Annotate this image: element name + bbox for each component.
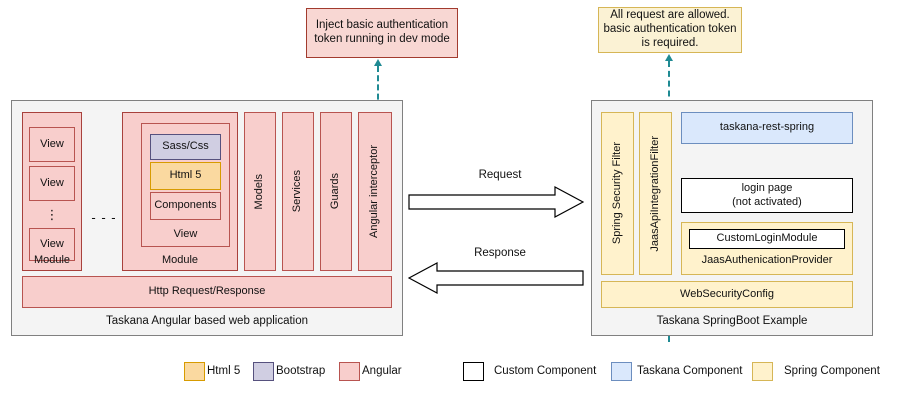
web-security-config-box[interactable]: WebSecurityConfig (601, 281, 853, 308)
note-spring-security: All request are allowed. basic authentic… (598, 7, 742, 53)
module-a-view-1[interactable]: View (29, 127, 75, 162)
legend-label-custom-component: Custom Component (494, 365, 596, 377)
legend-label-angular-text: Angular (362, 365, 402, 377)
module-a-view-2[interactable]: View (29, 166, 75, 201)
module-a-view-3-label: View (40, 237, 64, 250)
panel-springboot-example-caption: Taskana SpringBoot Example (591, 313, 873, 331)
note-angular-interceptor: Inject basic authentication token runnin… (306, 8, 458, 58)
column-guards-label: Guards (329, 173, 342, 210)
module-a-view-1-label: View (40, 137, 64, 150)
legend-label-spring-component: Spring Component (784, 365, 880, 377)
legend-label-bootstrap: Bootstrap (276, 365, 325, 377)
arrow-response-label: Response (424, 246, 576, 262)
filter-spring-security[interactable]: Spring Security Filter (601, 112, 634, 275)
module-b-label: Module (122, 252, 238, 270)
column-angular-interceptor[interactable]: Angular interceptor (358, 112, 392, 271)
http-request-response-bar[interactable]: Http Request/Response (22, 276, 392, 308)
legend-label-html5-text: Html 5 (207, 365, 241, 377)
jaas-authentication-provider-label: JaasAuthenicationProvider (681, 252, 853, 270)
legend-label-bootstrap-text: Bootstrap (276, 365, 326, 377)
jaas-authentication-provider-label-text: JaasAuthenicationProvider (701, 254, 833, 267)
login-page-line-2: (not activated) (732, 195, 802, 208)
column-services-label: Services (291, 170, 304, 213)
module-a-ellipsis-label: ⋮ (45, 207, 59, 223)
custom-login-module-box[interactable]: CustomLoginModule (689, 229, 845, 249)
legend-label-spring-component-text: Spring Component (784, 365, 880, 377)
column-models[interactable]: Models (244, 112, 276, 271)
legend-swatch-taskana-component (611, 362, 632, 381)
taskana-rest-spring-box[interactable]: taskana-rest-spring (681, 112, 853, 144)
arrow-response-label-text: Response (474, 247, 526, 260)
filter-jaas-api-integration-label: JaasApiIntegrationFilter (648, 135, 661, 252)
login-page-line-1: login page (741, 182, 793, 195)
arrow-request (408, 186, 584, 218)
module-b-item-html5[interactable]: Html 5 (150, 162, 221, 190)
connector-arrowhead-spring (665, 54, 673, 61)
filter-jaas-api-integration[interactable]: JaasApiIntegrationFilter (639, 112, 672, 275)
legend-label-taskana-component: Taskana Component (637, 365, 742, 377)
module-a-ellipsis: ⋮ (29, 203, 75, 227)
connector-dashed-angular (377, 66, 379, 118)
modules-separator-label: - - - (91, 210, 117, 226)
module-b-view-label: View (141, 226, 230, 244)
arrow-request-label-text: Request (478, 169, 522, 182)
legend-swatch-angular (339, 362, 360, 381)
column-models-label: Models (253, 173, 266, 210)
arrow-request-label: Request (424, 168, 576, 184)
panel-springboot-example-caption-text: Taskana SpringBoot Example (656, 315, 808, 328)
module-b-view-label-text: View (173, 228, 198, 241)
filter-spring-security-label: Spring Security Filter (610, 142, 623, 245)
module-b-item-components[interactable]: Components (150, 192, 221, 220)
modules-separator: - - - (88, 210, 120, 226)
legend-label-taskana-component-text: Taskana Component (637, 365, 743, 377)
taskana-rest-spring-label: taskana-rest-spring (719, 121, 815, 134)
module-a-view-3[interactable]: View (29, 228, 75, 261)
arrow-response (408, 262, 584, 294)
http-request-response-label: Http Request/Response (148, 285, 266, 298)
module-b-item-html5-label: Html 5 (169, 169, 202, 182)
module-a-label: Module (22, 252, 82, 270)
module-b-item-components-label: Components (154, 199, 217, 212)
column-services[interactable]: Services (282, 112, 314, 271)
note-spring-text: All request are allowed. basic authentic… (603, 9, 737, 49)
connector-arrowhead-angular (374, 59, 382, 66)
legend-swatch-html5 (184, 362, 205, 381)
module-b-label-text: Module (161, 254, 199, 267)
panel-angular-app-caption-text: Taskana Angular based web application (105, 315, 309, 328)
panel-angular-app-caption: Taskana Angular based web application (11, 313, 403, 331)
legend-label-html5: Html 5 (207, 365, 240, 377)
column-angular-interceptor-label: Angular interceptor (368, 145, 381, 238)
column-guards[interactable]: Guards (320, 112, 352, 271)
legend-swatch-bootstrap (253, 362, 274, 381)
legend-label-custom-component-text: Custom Component (494, 365, 597, 377)
note-angular-text: Inject basic authentication token runnin… (314, 19, 450, 45)
legend-swatch-spring-component (752, 362, 773, 381)
custom-login-module-label: CustomLoginModule (716, 232, 818, 245)
legend-label-angular: Angular (362, 365, 402, 377)
module-a-label-text: Module (33, 254, 71, 267)
module-b-item-sass-css[interactable]: Sass/Css (150, 134, 221, 160)
module-b-item-sass-css-label: Sass/Css (162, 140, 209, 153)
legend-swatch-custom-component (463, 362, 484, 381)
login-page-box[interactable]: login page (not activated) (681, 178, 853, 213)
module-a-view-2-label: View (40, 176, 64, 189)
web-security-config-label: WebSecurityConfig (680, 287, 774, 300)
